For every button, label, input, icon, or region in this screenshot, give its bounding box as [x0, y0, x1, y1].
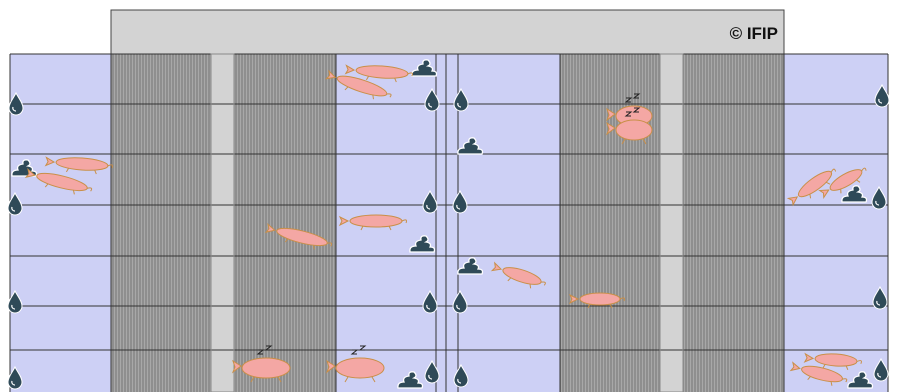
- band-solid-3: [458, 54, 560, 392]
- band-slatted-2: [234, 54, 336, 392]
- band-aisle-1: [211, 54, 234, 392]
- credit-label: © IFIP: [730, 24, 778, 44]
- band-solid-right: [784, 54, 888, 392]
- band-slatted-3: [560, 54, 660, 392]
- feeding-corridor: [111, 10, 784, 54]
- band-slatted-1: [111, 54, 211, 392]
- band-solid-left: [10, 54, 111, 392]
- band-slatted-4: [683, 54, 784, 392]
- band-aisle-2: [660, 54, 683, 392]
